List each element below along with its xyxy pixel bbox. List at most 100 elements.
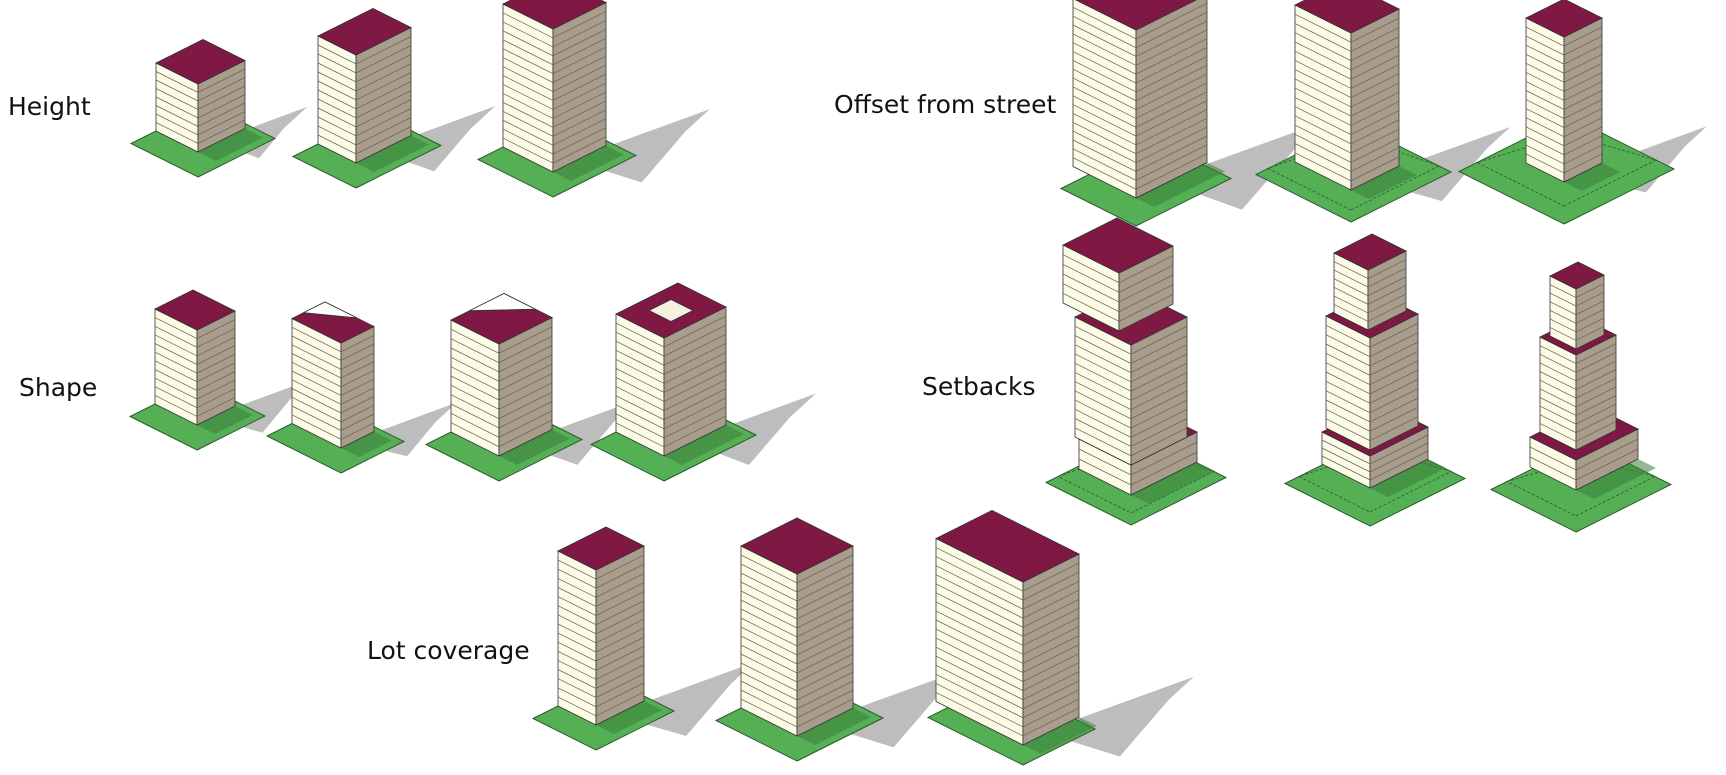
floor-line xyxy=(1549,283,1605,298)
floor-line xyxy=(1539,421,1617,442)
floor-line xyxy=(291,414,375,440)
floor-line xyxy=(1525,35,1603,56)
floor-line xyxy=(317,36,412,65)
floor-line xyxy=(1549,326,1605,341)
setback-line xyxy=(1505,457,1657,517)
floor-line xyxy=(1074,335,1188,364)
setback-line xyxy=(1297,449,1453,513)
floor-line xyxy=(1294,106,1400,135)
floor-line xyxy=(1078,451,1198,486)
floor-line xyxy=(1525,53,1603,74)
floor-line xyxy=(1294,69,1400,98)
floor-line xyxy=(1062,283,1174,313)
floor-line xyxy=(1539,386,1617,408)
floor-line xyxy=(935,574,1080,619)
floor-line xyxy=(557,582,645,607)
floor-line xyxy=(317,72,412,101)
floor-line xyxy=(154,351,236,374)
floor-line xyxy=(557,673,645,698)
floor-line xyxy=(740,662,854,692)
floor-line xyxy=(1333,276,1407,297)
height-model-2 xyxy=(291,8,496,189)
floor-line xyxy=(935,673,1080,719)
building-roof xyxy=(154,289,236,331)
floor-line xyxy=(935,692,1080,737)
floor-line xyxy=(1294,124,1400,154)
building-roof xyxy=(502,0,607,30)
floor-line xyxy=(154,377,236,400)
floor-line xyxy=(1325,341,1419,367)
building-roof xyxy=(557,526,645,571)
floor-line xyxy=(1294,133,1400,163)
building-wall-lit xyxy=(557,550,597,726)
floor-line xyxy=(155,68,246,93)
floor-line xyxy=(740,689,854,719)
floor-line xyxy=(935,637,1080,682)
floor-line xyxy=(450,382,553,410)
floor-line xyxy=(740,590,854,620)
floor-line xyxy=(317,117,412,146)
floor-line xyxy=(317,108,412,137)
floor-line xyxy=(935,592,1080,637)
floor-line xyxy=(615,324,727,357)
floor-line xyxy=(1525,72,1603,92)
offset-model-2 xyxy=(1254,0,1511,223)
floor-line xyxy=(154,317,236,339)
floor-line xyxy=(1294,41,1400,71)
floor-line xyxy=(740,572,854,602)
floor-line xyxy=(740,554,854,584)
floor-line xyxy=(1525,126,1603,147)
lot-shade xyxy=(1564,163,1620,191)
floor-line xyxy=(291,326,375,353)
floor-line xyxy=(935,664,1080,710)
floor-line xyxy=(740,680,854,710)
floor-line xyxy=(154,369,236,391)
floor-line xyxy=(154,360,236,383)
lot-shade xyxy=(1023,717,1097,754)
floor-line xyxy=(155,94,246,119)
lot-shade xyxy=(1136,162,1225,207)
floor-line xyxy=(935,565,1080,610)
lot-coverage-model-1 xyxy=(531,526,755,751)
floor-line xyxy=(1539,377,1617,399)
building-wall-shaded xyxy=(1135,0,1208,199)
floor-line xyxy=(1072,153,1208,190)
floor-line xyxy=(1078,441,1198,476)
floor-line xyxy=(740,626,854,656)
lot-shade xyxy=(1370,459,1446,497)
floor-line xyxy=(450,335,553,364)
floor-line xyxy=(502,82,607,110)
setback-line xyxy=(1056,446,1216,514)
floor-line xyxy=(1325,378,1419,404)
floor-line xyxy=(1325,322,1419,348)
floor-line xyxy=(935,646,1080,692)
height-model-3 xyxy=(476,0,710,198)
floor-line xyxy=(1294,32,1400,62)
lot-shade xyxy=(198,128,263,161)
floor-line xyxy=(557,627,645,653)
building-roof xyxy=(1075,0,1197,31)
floor-line xyxy=(291,388,375,414)
floor-line xyxy=(1529,448,1639,481)
floor-line xyxy=(450,373,553,401)
floor-line xyxy=(1525,62,1603,83)
floor-line xyxy=(1074,325,1188,355)
building-roof xyxy=(740,517,854,575)
floor-line xyxy=(740,599,854,629)
floor-line xyxy=(615,379,727,411)
floor-line xyxy=(1294,50,1400,80)
floor-line xyxy=(615,361,727,393)
setback-line xyxy=(1475,134,1658,207)
floor-line xyxy=(154,334,236,357)
floor-line xyxy=(317,90,412,119)
offset-model-3 xyxy=(1457,0,1707,225)
floor-line xyxy=(502,118,607,146)
floor-line xyxy=(1294,13,1400,43)
shape-model-1 xyxy=(128,289,313,451)
floor-line xyxy=(1321,434,1429,465)
floor-line xyxy=(1321,450,1429,481)
building-roof xyxy=(1333,233,1407,271)
floor-line xyxy=(1325,360,1419,386)
floor-line xyxy=(1072,38,1208,75)
